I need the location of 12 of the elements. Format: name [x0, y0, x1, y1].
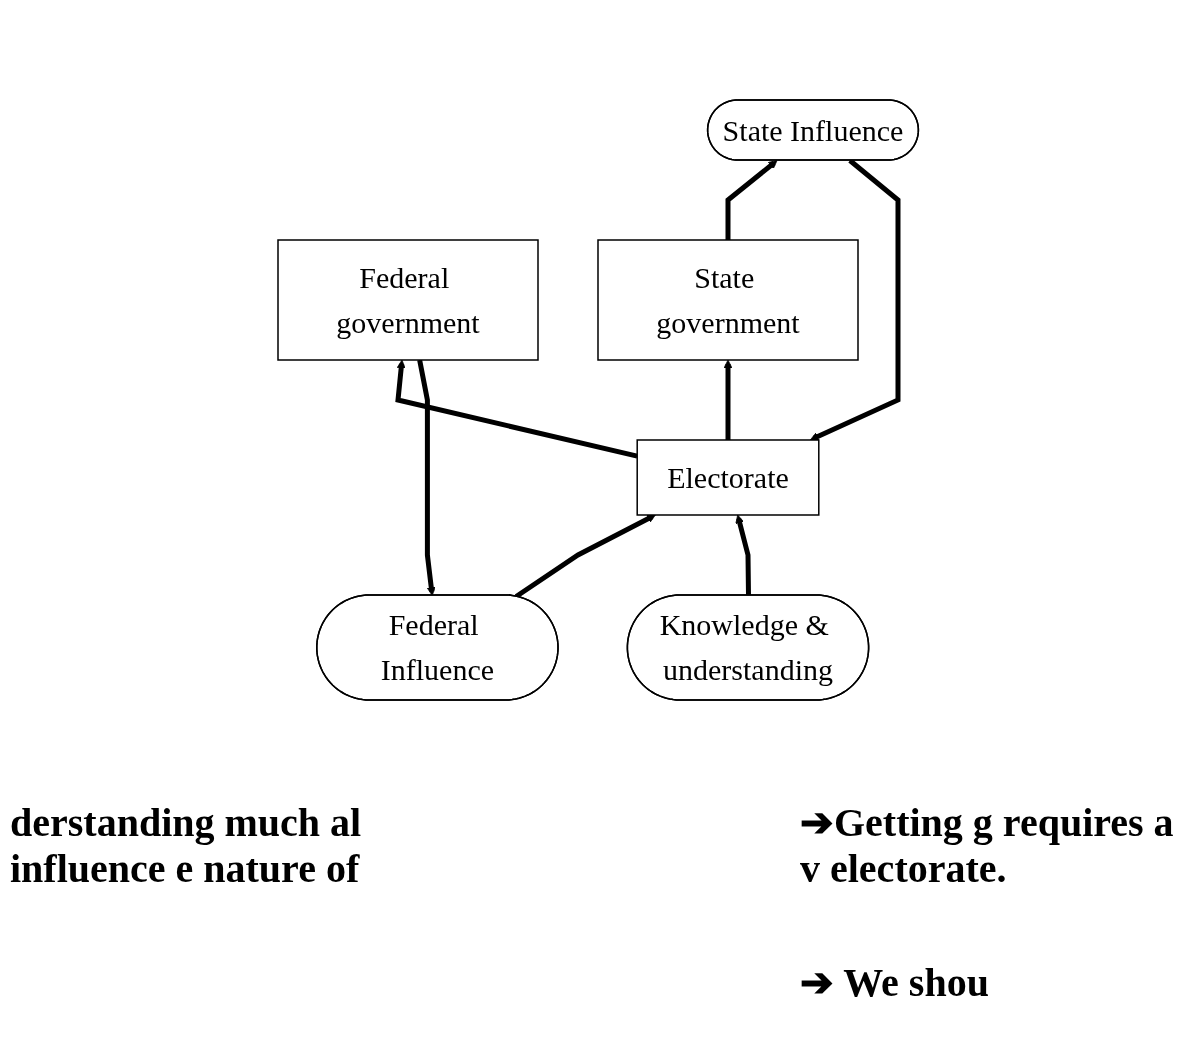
node-box: Federal government [277, 239, 539, 361]
note-text: ➔ We shou [800, 960, 990, 1006]
arrow [723, 359, 733, 440]
arrow [514, 514, 656, 599]
arrow [395, 359, 638, 459]
arrow [725, 160, 778, 240]
arrow [417, 359, 436, 596]
arrow [735, 514, 751, 596]
node-box: Electorate [636, 439, 820, 516]
note-text: ➔Getting g requires a v electorate. [800, 800, 1175, 892]
note-text: derstanding much al influence e nature of [10, 800, 363, 892]
node-box: State government [597, 239, 859, 361]
